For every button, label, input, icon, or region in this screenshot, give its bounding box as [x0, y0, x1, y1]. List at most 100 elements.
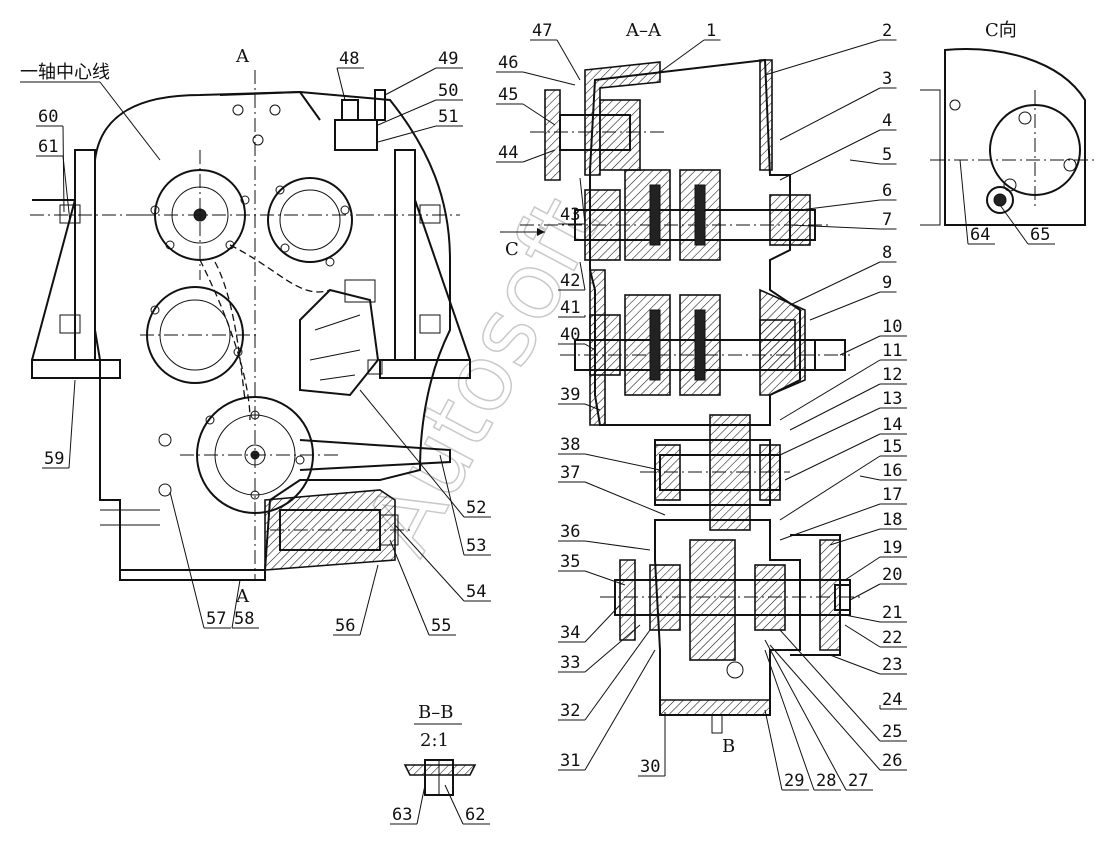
- callout-leader: [844, 614, 881, 623]
- detail-bb-scale: 2:1: [420, 730, 449, 751]
- callout-leader: [789, 261, 881, 306]
- bolt-head: [419, 314, 441, 334]
- callout-leader: [839, 335, 881, 356]
- callout-leader: [779, 87, 881, 141]
- callout-number: 2: [882, 21, 892, 41]
- housing-wall-section: [759, 59, 773, 171]
- callout-number: 8: [882, 243, 892, 263]
- callout-64: 64: [959, 159, 995, 245]
- control-arm: [299, 439, 451, 471]
- callout-62: 62: [444, 784, 490, 825]
- c-view-flange: [920, 89, 941, 226]
- drain-bolt: [711, 714, 723, 734]
- callout-number: 46: [498, 53, 518, 73]
- callout-number: 11: [882, 341, 902, 361]
- drain-plug: [726, 661, 744, 679]
- section-arrow-a-bottom: A: [235, 586, 250, 607]
- callout-leader: [584, 570, 626, 586]
- section-aa-view: A–A C B: [500, 20, 860, 757]
- callout-leader: [799, 199, 881, 211]
- second-shaft-cover: [267, 177, 353, 263]
- callout-leader: [764, 709, 783, 791]
- callout-44: 44: [496, 143, 556, 163]
- callout-number: 62: [465, 805, 485, 825]
- callout-leader: [394, 524, 465, 602]
- callout-number: 56: [335, 616, 355, 636]
- callout-leader: [584, 481, 666, 516]
- bolt-holes: [150, 104, 350, 500]
- callout-56: 56: [333, 564, 379, 636]
- callout-30: 30: [638, 712, 666, 777]
- callout-number: 29: [784, 771, 804, 791]
- front-view: A A 一轴中心线: [20, 46, 471, 607]
- callout-63: 63: [390, 784, 426, 825]
- hidden-line: [199, 259, 251, 421]
- callout-7: 7: [789, 210, 897, 230]
- breather-pipe: [374, 89, 386, 121]
- callout-leader: [584, 403, 601, 411]
- callout-50: 50: [377, 81, 463, 126]
- c-view-housing: [944, 48, 1086, 226]
- callout-60: 60: [36, 107, 65, 213]
- callout-number: 44: [498, 143, 518, 163]
- bearing: [649, 564, 681, 631]
- callout-number: 6: [882, 181, 892, 201]
- clutch-plates: [649, 184, 661, 246]
- callout-13: 13: [779, 389, 907, 456]
- callout-leader: [789, 224, 881, 230]
- callout-number: 31: [560, 751, 580, 771]
- callout-leader: [584, 604, 621, 643]
- section-aa-title: A–A: [625, 20, 662, 41]
- output-gear: [689, 539, 736, 661]
- callout-number: 1: [706, 21, 716, 41]
- callout-number: 49: [438, 49, 458, 69]
- clutch-plates: [694, 184, 706, 246]
- callout-number: 25: [882, 722, 902, 742]
- c-view-plug: [986, 186, 1014, 214]
- callout-number: 21: [882, 603, 902, 623]
- c-view-title: C向: [985, 20, 1017, 41]
- detail-bb-title: B–B: [418, 702, 453, 723]
- callout-8: 8: [789, 243, 897, 306]
- first-shaft-centerline-label: 一轴中心线: [20, 62, 110, 83]
- front-housing-outline: [94, 90, 451, 571]
- callout-9: 9: [809, 273, 897, 321]
- callout-43: 43: [558, 177, 586, 225]
- callout-leader: [779, 129, 881, 181]
- callout-leader: [439, 454, 465, 556]
- callout-49: 49: [384, 49, 463, 96]
- callout-leader: [779, 455, 881, 521]
- callout-23: 23: [829, 654, 907, 675]
- callout-46: 46: [496, 53, 576, 86]
- callout-number: 51: [438, 107, 458, 127]
- callout-leader: [784, 433, 881, 481]
- callout-number: 10: [882, 317, 902, 337]
- callout-number: 32: [560, 701, 580, 721]
- callout-number: 15: [882, 437, 902, 457]
- callout-leader: [336, 67, 346, 101]
- callout-37: 37: [558, 463, 666, 516]
- callout-55: 55: [389, 539, 456, 636]
- callout-leader: [68, 379, 76, 469]
- callout-61: 61: [36, 137, 71, 223]
- callout-24: 24: [879, 690, 907, 710]
- callout-leader: [522, 71, 576, 86]
- callout-5: 5: [849, 145, 897, 165]
- callout-number: 64: [970, 225, 990, 245]
- callout-leader: [779, 359, 881, 421]
- callout-leader: [579, 177, 586, 225]
- callout-leader: [789, 383, 881, 431]
- callout-number: 30: [640, 757, 660, 777]
- callout-12: 12: [789, 365, 907, 431]
- callout-26: 26: [769, 644, 907, 771]
- callout-54: 54: [394, 524, 491, 602]
- callout-number: 41: [560, 298, 580, 318]
- callout-number: 33: [560, 653, 580, 673]
- filter-cap: [379, 514, 399, 546]
- c-direction-view: C向: [920, 20, 1095, 226]
- callout-number: 55: [431, 616, 451, 636]
- callout-36: 36: [558, 522, 651, 551]
- view-arrow-c: C: [505, 239, 519, 260]
- callout-number: 57: [206, 609, 226, 629]
- clutch-plates: [694, 309, 706, 381]
